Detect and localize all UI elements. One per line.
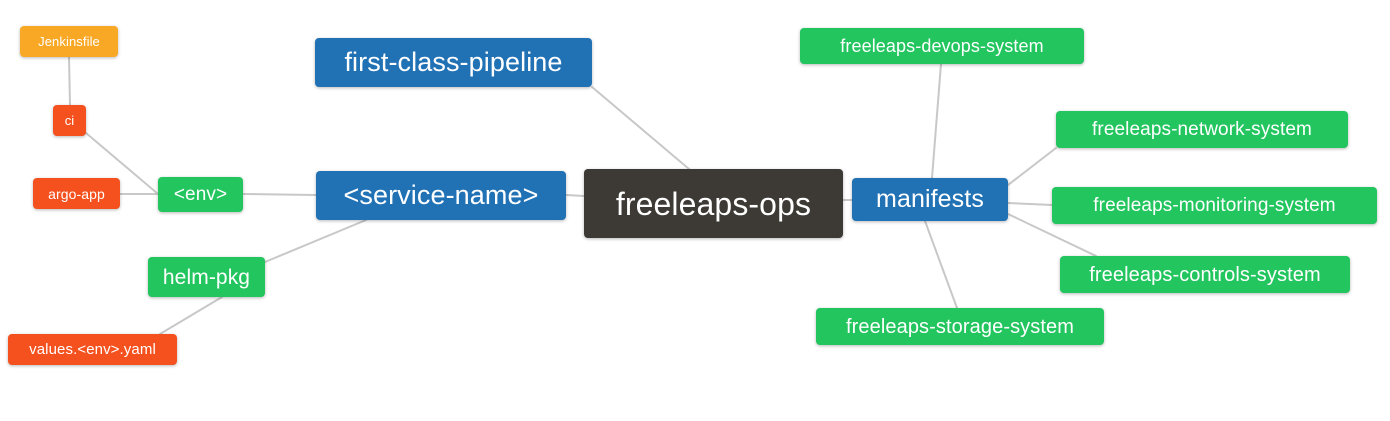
node-freeleaps-devops-system[interactable]: freeleaps-devops-system bbox=[800, 28, 1084, 64]
node-jenkinsfile[interactable]: Jenkinsfile bbox=[20, 26, 118, 57]
edge-manifests-to-freeleaps-network-system bbox=[1007, 147, 1057, 186]
node-freeleaps-controls-system[interactable]: freeleaps-controls-system bbox=[1060, 256, 1350, 293]
edge-jenkinsfile-to-ci bbox=[68, 56, 71, 106]
edge-service-name-to-freeleaps-ops bbox=[565, 194, 585, 197]
node-freeleaps-storage-system[interactable]: freeleaps-storage-system bbox=[816, 308, 1104, 345]
edge-first-class-pipeline-to-freeleaps-ops bbox=[591, 86, 690, 170]
node-first-class-pipeline[interactable]: first-class-pipeline bbox=[315, 38, 592, 87]
node-argo-app[interactable]: argo-app bbox=[33, 178, 120, 209]
node-freeleaps-ops[interactable]: freeleaps-ops bbox=[584, 169, 843, 238]
edge-env-to-service-name bbox=[242, 193, 317, 196]
node-helm-pkg[interactable]: helm-pkg bbox=[148, 257, 265, 297]
node-values-yaml[interactable]: values.<env>.yaml bbox=[8, 334, 177, 365]
node-manifests[interactable]: manifests bbox=[852, 178, 1008, 221]
edge-manifests-to-freeleaps-controls-system bbox=[1007, 213, 1097, 257]
edge-manifests-to-freeleaps-monitoring-system bbox=[1007, 202, 1053, 206]
node-env[interactable]: <env> bbox=[158, 177, 243, 212]
edge-manifests-to-freeleaps-storage-system bbox=[924, 220, 958, 309]
edge-helm-pkg-to-service-name bbox=[264, 219, 367, 263]
node-freeleaps-network-system[interactable]: freeleaps-network-system bbox=[1056, 111, 1348, 148]
node-service-name[interactable]: <service-name> bbox=[316, 171, 566, 220]
edge-ci-to-env bbox=[85, 132, 159, 195]
edge-values-yaml-to-helm-pkg bbox=[159, 296, 223, 335]
edge-manifests-to-freeleaps-devops-system bbox=[931, 63, 942, 179]
node-freeleaps-monitoring-system[interactable]: freeleaps-monitoring-system bbox=[1052, 187, 1377, 224]
node-ci[interactable]: ci bbox=[53, 105, 86, 136]
